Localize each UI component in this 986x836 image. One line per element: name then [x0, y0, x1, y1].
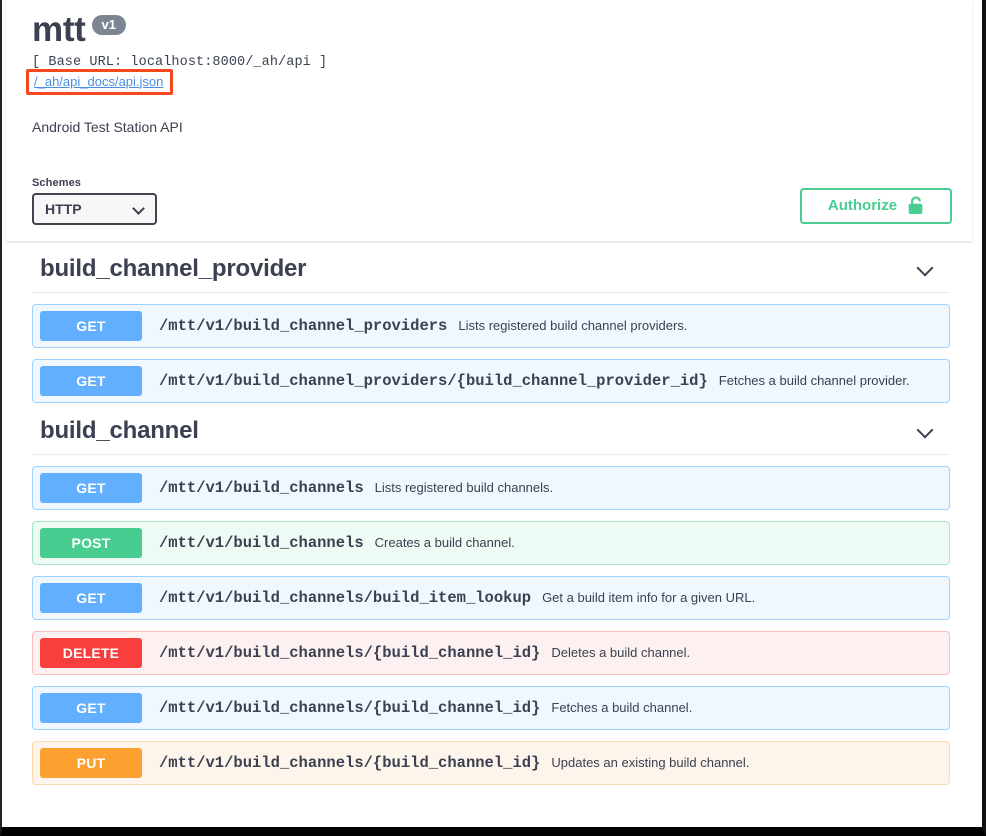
- api-version-badge: v1: [91, 15, 126, 35]
- operation-path: /mtt/v1/build_channel_providers: [159, 316, 448, 335]
- operations-container: build_channel_provider GET /mtt/v1/build…: [2, 241, 982, 785]
- schemes-label: Schemes: [32, 176, 82, 189]
- operation-summary: Lists registered build channel providers…: [458, 318, 688, 334]
- chevron-down-icon[interactable]: [916, 259, 936, 279]
- method-badge: GET: [40, 692, 142, 723]
- operation-row[interactable]: POST /mtt/v1/build_channels Creates a bu…: [32, 520, 950, 565]
- operation-row[interactable]: GET /mtt/v1/build_channels Lists registe…: [32, 465, 950, 510]
- method-badge: GET: [40, 582, 142, 613]
- method-badge: GET: [40, 310, 142, 341]
- tag-title: build_channel: [40, 416, 199, 444]
- api-title-row: mtt v1: [32, 8, 952, 49]
- operation-summary: Creates a build channel.: [374, 535, 515, 551]
- operation-row[interactable]: GET /mtt/v1/build_channels/{build_channe…: [32, 685, 950, 730]
- tag-header-build-channel-provider[interactable]: build_channel_provider: [32, 241, 950, 293]
- operation-summary: Get a build item info for a given URL.: [542, 590, 756, 606]
- operation-path: /mtt/v1/build_channels/build_item_lookup: [159, 588, 532, 607]
- operation-path: /mtt/v1/build_channels: [159, 478, 364, 497]
- tag-section-build-channel: build_channel GET /mtt/v1/build_channels…: [6, 403, 972, 785]
- operation-row[interactable]: PUT /mtt/v1/build_channels/{build_channe…: [32, 740, 950, 785]
- operation-row[interactable]: GET /mtt/v1/build_channels/build_item_lo…: [32, 575, 950, 620]
- api-spec-link[interactable]: /_ah/api_docs/api.json: [34, 73, 164, 89]
- chevron-down-icon[interactable]: [916, 421, 936, 441]
- operation-path: /mtt/v1/build_channel_providers/{build_c…: [159, 371, 708, 390]
- operation-path: /mtt/v1/build_channels/{build_channel_id…: [159, 643, 541, 662]
- tag-title: build_channel_provider: [40, 254, 307, 282]
- operation-path: /mtt/v1/build_channels/{build_channel_id…: [159, 753, 541, 772]
- unlock-icon: [908, 196, 923, 215]
- schemes-select[interactable]: HTTP: [32, 192, 157, 225]
- schemes-selected-value: HTTP: [45, 200, 82, 217]
- operation-path: /mtt/v1/build_channels/{build_channel_id…: [159, 698, 541, 717]
- method-badge: DELETE: [40, 637, 142, 668]
- spec-link-wrapper: /_ah/api_docs/api.json: [26, 68, 174, 95]
- tag-header-build-channel[interactable]: build_channel: [32, 403, 950, 455]
- operation-row[interactable]: DELETE /mtt/v1/build_channels/{build_cha…: [32, 630, 950, 675]
- api-description: Android Test Station API: [32, 118, 183, 135]
- method-badge: GET: [40, 472, 142, 503]
- api-info-card: mtt v1 [ Base URL: localhost:8000/_ah/ap…: [6, 0, 972, 241]
- tag-section-build-channel-provider: build_channel_provider GET /mtt/v1/build…: [6, 241, 972, 403]
- method-badge: PUT: [40, 747, 142, 778]
- method-badge: GET: [40, 365, 142, 396]
- base-url-text: [ Base URL: localhost:8000/_ah/api ]: [32, 54, 328, 70]
- operation-row[interactable]: GET /mtt/v1/build_channel_providers/{bui…: [32, 358, 950, 403]
- method-badge: POST: [40, 527, 142, 558]
- operation-summary: Fetches a build channel.: [551, 700, 693, 716]
- operation-summary: Lists registered build channels.: [374, 480, 554, 496]
- page-title: mtt: [32, 10, 86, 49]
- operation-row[interactable]: GET /mtt/v1/build_channel_providers List…: [32, 303, 950, 348]
- authorize-button-label: Authorize: [827, 197, 898, 215]
- operation-summary: Updates an existing build channel.: [551, 755, 750, 771]
- schemes-authorize-row: Schemes HTTP Authorize: [6, 135, 972, 225]
- schemes-block: Schemes HTTP: [32, 177, 157, 225]
- operation-summary: Deletes a build channel.: [551, 645, 691, 661]
- chevron-down-icon: [134, 203, 145, 214]
- authorize-button[interactable]: Authorize: [800, 187, 952, 224]
- operation-summary: Fetches a build channel provider.: [718, 373, 910, 389]
- operation-path: /mtt/v1/build_channels: [159, 533, 364, 552]
